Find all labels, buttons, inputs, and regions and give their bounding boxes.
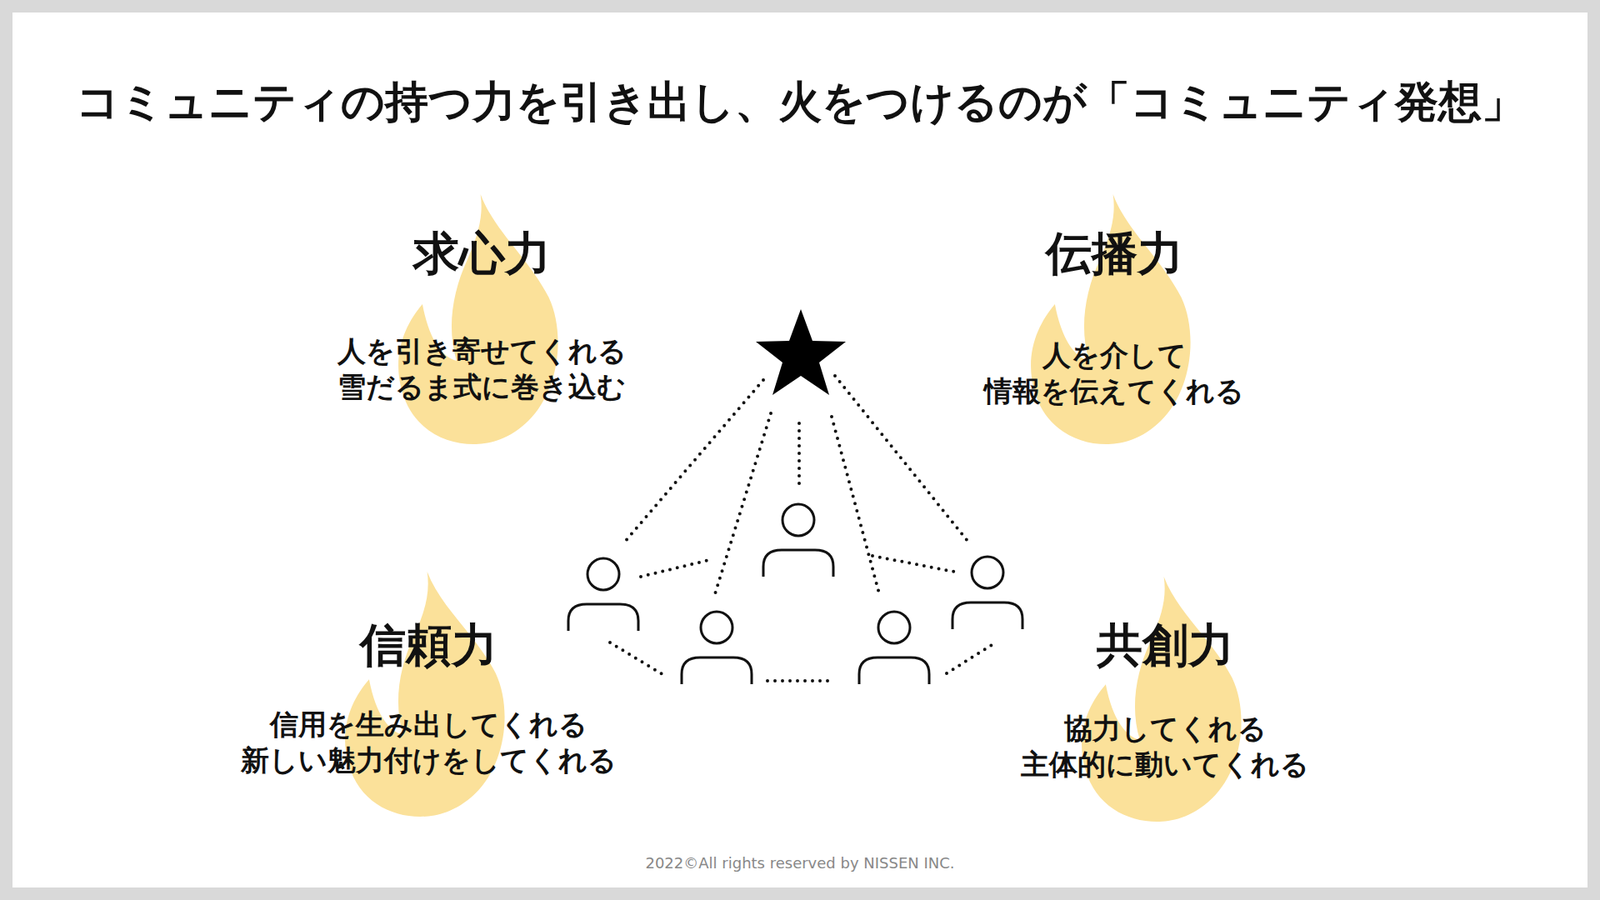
- slide-title: コミュニティの持つ力を引き出し、火をつけるのが「コミュニティ発想」: [0, 73, 1600, 130]
- flame-node: 伝播力人を介して 情報を伝えてくれる: [977, 224, 1251, 410]
- star-symbol: [755, 309, 846, 395]
- power-description: 協力してくれる 主体的に動いてくれる: [1020, 710, 1310, 783]
- dotted-links: [610, 375, 992, 681]
- flame-node: 共創力協力してくれる 主体的に動いてくれる: [1014, 615, 1316, 783]
- flame-node: 求心力人を引き寄せてくれる 雪だるま式に巻き込む: [330, 224, 634, 405]
- power-description: 人を引き寄せてくれる 雪だるま式に巻き込む: [337, 333, 627, 405]
- flame-shape: [1075, 576, 1246, 822]
- dotted-line: [872, 555, 955, 572]
- power-heading: 信頼力: [234, 615, 624, 675]
- dotted-line: [831, 416, 880, 597]
- person-icon: [568, 558, 639, 631]
- flame-fill: [345, 571, 505, 817]
- person-icon: [763, 504, 834, 577]
- people: [568, 504, 1023, 685]
- person-icon: [859, 611, 930, 685]
- power-heading: 共創力: [1014, 615, 1316, 675]
- power-description: 人を介して 情報を伝えてくれる: [984, 337, 1245, 410]
- dotted-line: [835, 375, 968, 541]
- power-description: 信用を生み出してくれる 新しい魅力付けをしてくれる: [240, 706, 617, 779]
- power-heading: 求心力: [330, 224, 634, 283]
- flame-shape: [338, 571, 510, 817]
- person-icon: [681, 611, 752, 685]
- power-heading: 伝播力: [977, 224, 1251, 283]
- dotted-line: [610, 642, 665, 676]
- person-icon: [952, 556, 1023, 630]
- copyright-note: 2022©All rights reserved by NISSEN INC.: [0, 853, 1600, 874]
- flame-fill: [1081, 576, 1242, 822]
- dotted-line: [946, 645, 992, 674]
- dotted-line: [797, 423, 801, 490]
- dotted-line: [624, 380, 764, 543]
- dotted-line: [640, 559, 713, 577]
- dotted-line: [767, 679, 832, 683]
- flame-node: 信頼力信用を生み出してくれる 新しい魅力付けをしてくれる: [234, 615, 624, 779]
